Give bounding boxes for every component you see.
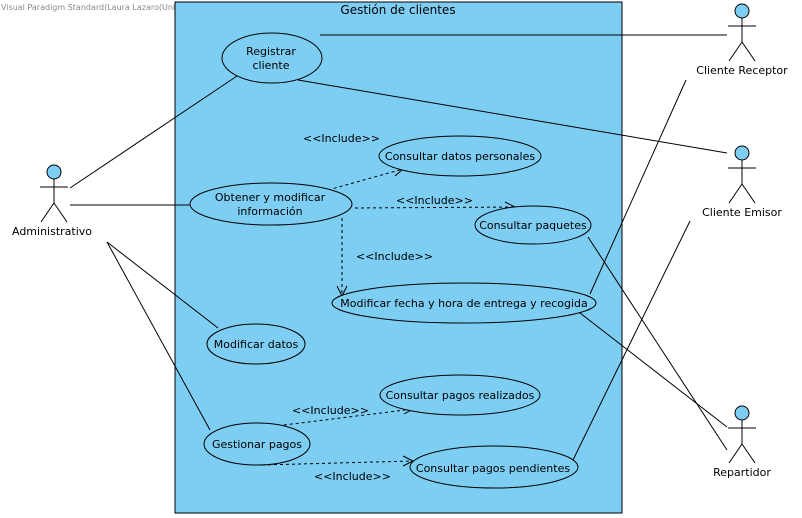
include-datos-personales [327,168,404,191]
usecase-label: cliente [253,59,290,72]
usecase-shape [378,135,542,177]
include-pagos-realizados [259,408,414,429]
usecase-shape [189,182,353,226]
usecase-label: Modificar datos [214,338,299,351]
assoc-registrar-emisor [297,79,728,154]
assoc-admin-registrar [69,75,238,189]
usecase-shape [206,323,306,365]
actor-cliente-receptor[interactable]: Cliente Receptor [696,3,788,77]
usecase-label: Consultar pagos pendientes [416,462,570,475]
usecase-label: Modificar fecha y hora de entrega y reco… [340,297,588,310]
usecase-consultar-paquetes[interactable]: Consultar paquetes [474,205,592,245]
usecase-gestionar-pagos[interactable]: Gestionar pagos [203,422,311,466]
usecase-consultar-pagos-realizados[interactable]: Consultar pagos realizados [379,374,541,416]
usecase-label: Registrar [246,45,296,58]
usecase-shape [221,32,323,84]
usecase-shape [203,422,311,466]
usecase-modificar-datos[interactable]: Modificar datos [206,323,306,365]
include-label: <<Include>> [303,132,380,145]
include-pagos-pendientes [261,460,414,466]
usecase-consultar-datos-personales[interactable]: Consultar datos personales [378,135,542,177]
usecase-shape [331,282,597,324]
assoc-pendientes-emisor [572,220,691,461]
include-label: <<Include>> [292,404,369,417]
actor-cliente-emisor[interactable]: Cliente Emisor [702,145,782,219]
stick-figure-icon [728,3,756,62]
usecase-shape [474,205,592,245]
actor-label: Administrativo [12,225,92,238]
system-title: Gestión de clientes [340,3,455,17]
usecase-modificar-fecha-hora[interactable]: Modificar fecha y hora de entrega y reco… [331,282,597,324]
stick-figure-icon [728,145,756,204]
stick-figure-icon [40,164,68,223]
assoc-admin-modificar-datos [106,241,219,329]
include-label: <<Include>> [396,194,473,207]
assoc-paquetes-repartidor [587,236,728,451]
usecase-shape [379,374,541,416]
usecase-obtener-modificar-informacion[interactable]: Obtener y modificar información [189,182,353,226]
stick-figure-icon [728,405,756,464]
usecase-label: Obtener y modificar [215,191,326,204]
assoc-modfecha-receptor [589,79,687,295]
assoc-modfecha-repartidor [579,312,728,428]
actor-label: Cliente Emisor [702,206,782,219]
include-label: <<Include>> [314,470,391,483]
usecase-shape [409,445,579,489]
usecase-label: información [237,205,302,218]
actor-label: Cliente Receptor [696,64,788,77]
usecase-registrar-cliente[interactable]: Registrar cliente [221,32,323,84]
watermark-text: Visual Paradigm Standard(Laura Lazaro(Un… [1,3,253,12]
usecase-label: Consultar paquetes [479,219,587,232]
usecase-label: Consultar datos personales [385,150,535,163]
actor-repartidor[interactable]: Repartidor [713,405,771,479]
include-paquetes [354,206,516,209]
include-label: <<Include>> [356,250,433,263]
assoc-admin-gestionar-pagos [106,241,211,431]
actor-label: Repartidor [713,466,771,479]
actor-administrativo[interactable]: Administrativo [12,164,92,238]
usecase-label: Consultar pagos realizados [386,389,535,402]
usecase-label: Gestionar pagos [212,438,302,451]
usecase-consultar-pagos-pendientes[interactable]: Consultar pagos pendientes [409,445,579,489]
